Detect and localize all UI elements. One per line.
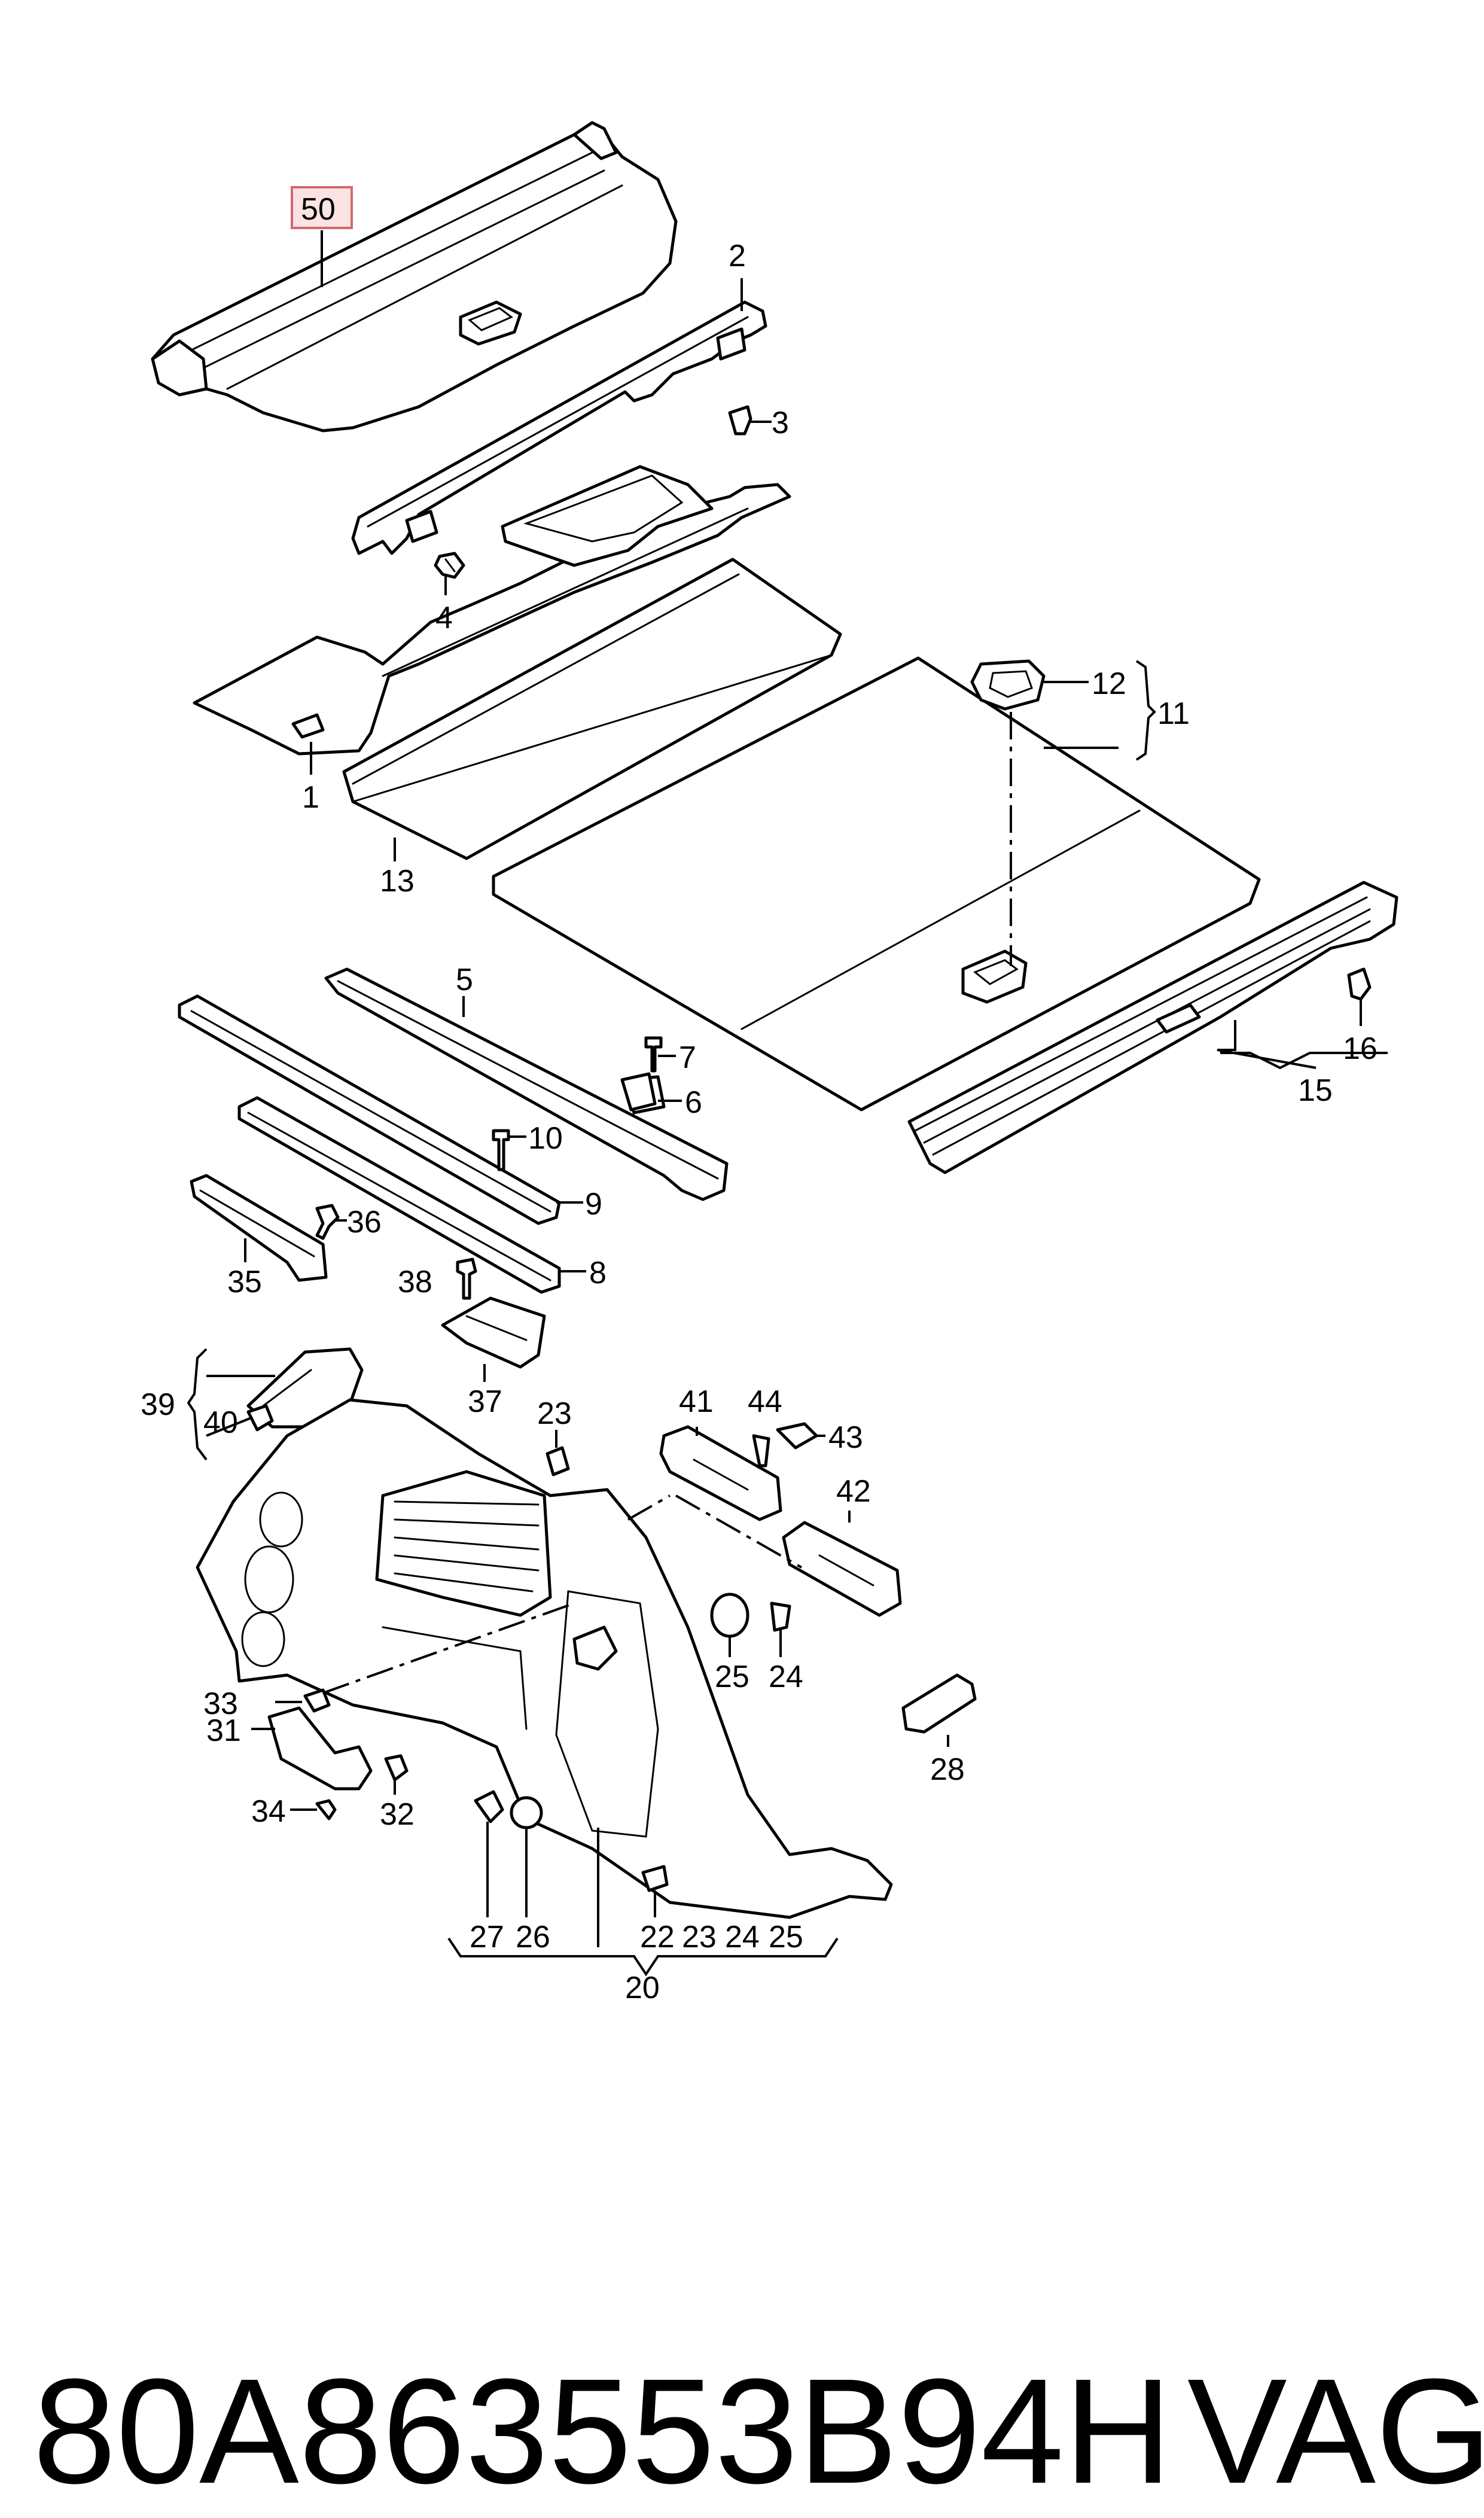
callout-16[interactable]: 16 [1343,1031,1378,1066]
part-26-grommet[interactable] [510,1796,543,1829]
part-6-bracket[interactable] [620,1072,657,1112]
part-37-bracket[interactable] [441,1296,546,1369]
leader-42-to-panel [675,1494,802,1569]
callout-7[interactable]: 7 [679,1040,696,1075]
part-9-rail[interactable] [178,994,561,1225]
part-10-screw[interactable] [492,1129,510,1171]
part-16-clip[interactable] [1347,967,1372,1001]
part-1-side-floor-trim[interactable] [193,465,791,756]
callout-24-group[interactable]: 24 [725,1920,760,1954]
callout-33[interactable]: 33 [203,1686,238,1721]
part-43-cap[interactable] [776,1422,818,1450]
callout-15[interactable]: 15 [1298,1073,1333,1108]
callout-2[interactable]: 2 [729,239,746,273]
callout-44[interactable]: 44 [748,1384,782,1419]
part-33-clip[interactable] [303,1688,331,1713]
callout-37[interactable]: 37 [468,1384,502,1419]
part-42-storage-handle[interactable] [782,1521,902,1617]
callout-25[interactable]: 25 [715,1660,749,1694]
callout-25-group[interactable]: 25 [769,1920,803,1954]
callout-8[interactable]: 8 [589,1256,607,1290]
callout-35[interactable]: 35 [227,1265,262,1299]
callout-31[interactable]: 31 [206,1713,241,1748]
callout-24[interactable]: 24 [769,1660,803,1694]
part-22-clip[interactable] [641,1865,669,1892]
part-24-screw[interactable] [770,1601,791,1632]
callout-26[interactable]: 26 [516,1920,550,1954]
part-4-clip[interactable] [434,552,465,579]
part-25-grommet[interactable] [710,1593,749,1638]
part-40-clip[interactable] [246,1404,274,1432]
footer-brand: VAG [1187,2348,1484,2514]
leader-lines [187,230,1388,1977]
leader-41-to-panel [627,1494,671,1521]
part-32-clip[interactable] [384,1754,409,1782]
callout-22[interactable]: 22 [640,1920,675,1954]
callout-23[interactable]: 23 [537,1396,572,1431]
callout-50[interactable]: 50 [301,192,336,227]
part-34-screw[interactable] [315,1799,337,1820]
part-44-screw[interactable] [752,1434,770,1467]
callout-labels: 50 2 3 4 1 13 12 11 16 15 5 7 6 10 9 8 3… [141,192,1378,2005]
callout-12[interactable]: 12 [1092,666,1126,701]
callout-36[interactable]: 36 [347,1205,382,1240]
callout-39[interactable]: 39 [141,1387,175,1422]
callout-28[interactable]: 28 [930,1752,965,1787]
part-2-upper-trim-rail[interactable] [351,300,767,555]
part-13-floor-panel[interactable] [342,558,842,860]
footer-part-number: 80A863553B94H [33,2348,1172,2514]
callout-23-group[interactable]: 23 [682,1920,717,1954]
part-3-clip[interactable] [728,405,752,436]
part-11-luggage-floor[interactable] [492,656,1261,1112]
callout-27[interactable]: 27 [470,1920,504,1954]
callout-20[interactable]: 20 [625,1971,660,2005]
part-28-plug[interactable] [901,1673,977,1734]
part-27-clip[interactable] [474,1790,504,1823]
part-15-loading-sill[interactable] [907,881,1398,1174]
callout-43[interactable]: 43 [828,1420,863,1455]
callout-1[interactable]: 1 [302,780,319,815]
callout-9[interactable]: 9 [585,1187,602,1222]
callout-42[interactable]: 42 [836,1474,871,1509]
callout-10[interactable]: 10 [528,1121,563,1156]
part-35-bracket[interactable] [190,1174,328,1282]
part-23-clip[interactable] [546,1446,570,1476]
callout-3[interactable]: 3 [772,406,789,440]
callout-38[interactable]: 38 [398,1265,432,1299]
callout-32[interactable]: 32 [380,1797,415,1832]
callout-4[interactable]: 4 [435,601,453,635]
part-50-luggage-cover[interactable] [151,121,678,433]
highlight-box-50 [291,186,353,229]
callout-40[interactable]: 40 [203,1405,238,1440]
callout-5[interactable]: 5 [456,963,473,997]
callout-34[interactable]: 34 [251,1794,286,1829]
callout-13[interactable]: 13 [380,864,415,899]
callout-41[interactable]: 41 [679,1384,714,1419]
callout-6[interactable]: 6 [685,1085,702,1120]
part-8-rail[interactable] [237,1096,561,1294]
leader-33-to-panel [322,1602,575,1694]
part-31-bracket[interactable] [267,1706,373,1791]
part-38-screw[interactable] [456,1258,477,1300]
part-36-screw[interactable] [315,1204,340,1240]
callout-11[interactable]: 11 [1157,696,1190,731]
part-20-side-trim-panel[interactable] [196,1398,893,1919]
part-5-rail[interactable] [324,967,729,1201]
part-7-screw[interactable] [644,1036,663,1073]
part-41-storage-handle[interactable] [659,1425,782,1521]
part-12-cap[interactable] [970,659,1046,711]
